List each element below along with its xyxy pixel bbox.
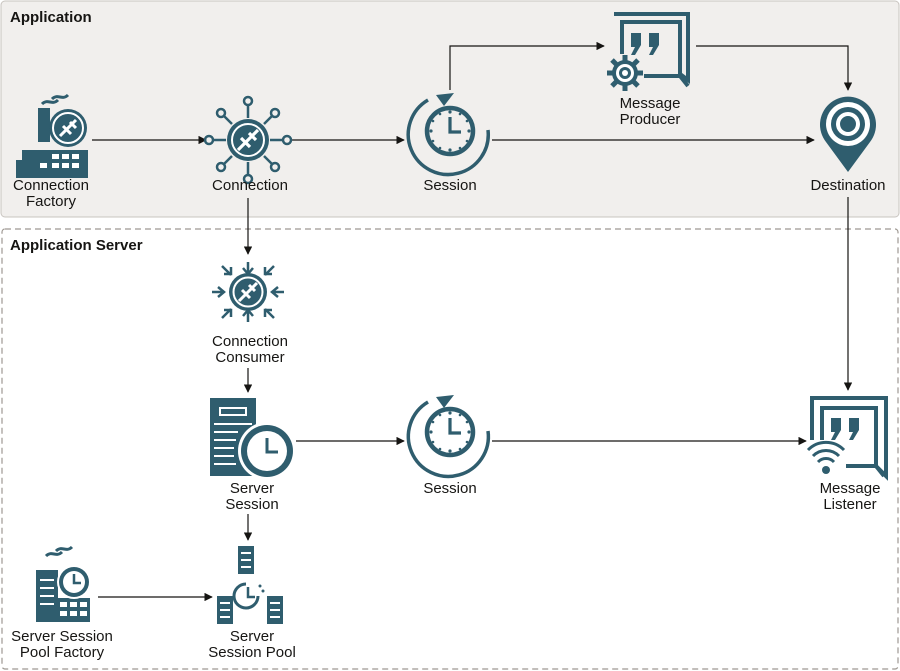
connection-consumer-node[interactable]: Connection Consumer xyxy=(212,262,288,366)
session-app-node[interactable]: Session xyxy=(406,93,490,194)
session-server-label: Session xyxy=(423,480,476,497)
server-session-pool-factory-node[interactable]: Server Session Pool Factory xyxy=(11,545,113,661)
destination-label: Destination xyxy=(810,177,885,194)
message-producer-label-1: Message xyxy=(620,95,681,112)
message-listener-label-1: Message xyxy=(820,480,881,497)
message-listener-node[interactable]: Message Listener xyxy=(806,396,888,513)
session-server-node[interactable]: Session xyxy=(406,395,491,497)
factory-clock-icon xyxy=(36,545,91,622)
connection-node[interactable]: Connection xyxy=(203,95,293,194)
connection-consumer-label-1: Connection xyxy=(212,333,288,350)
clock-refresh-icon xyxy=(406,93,490,177)
server-session-pool-factory-label-2: Pool Factory xyxy=(20,644,105,661)
server-session-node[interactable]: Server Session xyxy=(210,398,296,513)
map-pin-icon xyxy=(820,96,877,172)
plug-hub-icon xyxy=(203,95,293,185)
destination-node[interactable]: Destination xyxy=(810,96,886,194)
application-server-region: Application Server xyxy=(1,228,899,670)
server-session-pool-factory-label-1: Server Session xyxy=(11,628,113,645)
server-pool-icon xyxy=(217,546,283,624)
message-producer-label-2: Producer xyxy=(620,111,681,128)
connection-factory-label-1: Connection xyxy=(13,177,89,194)
server-session-pool-label-2: Session Pool xyxy=(208,644,296,661)
message-listener-label-2: Listener xyxy=(823,496,876,513)
quote-wifi-icon xyxy=(806,396,888,481)
server-clock-icon xyxy=(210,398,296,480)
application-region-title: Application xyxy=(10,9,92,26)
factory-plug-icon xyxy=(16,93,88,178)
edge-session-to-producer xyxy=(449,41,605,90)
server-session-label-2: Session xyxy=(225,496,278,513)
server-session-pool-label-1: Server xyxy=(230,628,274,645)
connection-factory-node[interactable]: Connection Factory xyxy=(13,93,89,210)
application-server-region-title: Application Server xyxy=(10,237,143,254)
connection-consumer-label-2: Consumer xyxy=(215,349,284,366)
server-session-pool-node[interactable]: Server Session Pool xyxy=(208,546,296,661)
edge-producer-to-destination xyxy=(696,45,853,91)
server-session-label-1: Server xyxy=(230,480,274,497)
clock-refresh-icon xyxy=(406,395,491,479)
connection-label: Connection xyxy=(212,177,288,194)
quote-gear-icon xyxy=(607,12,690,91)
session-app-label: Session xyxy=(423,177,476,194)
connection-factory-label-2: Factory xyxy=(26,193,77,210)
plug-inward-icon xyxy=(212,262,284,322)
edges xyxy=(92,41,853,602)
message-producer-node[interactable]: Message Producer xyxy=(607,12,690,128)
